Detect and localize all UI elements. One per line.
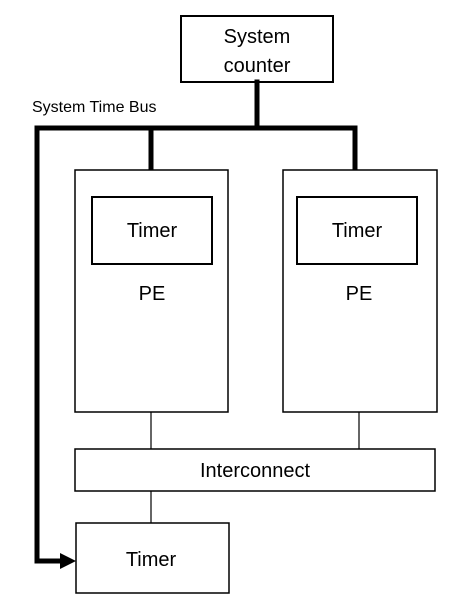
- interconnect-label: Interconnect: [200, 460, 311, 482]
- system-counter-box: [180, 15, 334, 83]
- pe-right-label: PE: [346, 283, 373, 305]
- pe-right-timer-box: [296, 196, 418, 265]
- system-counter-label-line2: counter: [224, 55, 291, 77]
- pe-left-label: PE: [139, 283, 166, 305]
- arrowhead-external-timer: [60, 553, 76, 569]
- pe-left-timer-box: [91, 196, 213, 265]
- system-time-bus: [34, 79, 358, 564]
- system-time-bus-label: System Time Bus: [32, 99, 156, 116]
- pe-left-timer-label: Timer: [127, 220, 178, 242]
- pe-right-timer-label: Timer: [332, 220, 383, 242]
- interconnect-box: [74, 448, 436, 492]
- external-timer-box: [75, 522, 230, 594]
- external-timer-label: Timer: [126, 549, 177, 571]
- system-counter-label-line1: System: [224, 26, 291, 48]
